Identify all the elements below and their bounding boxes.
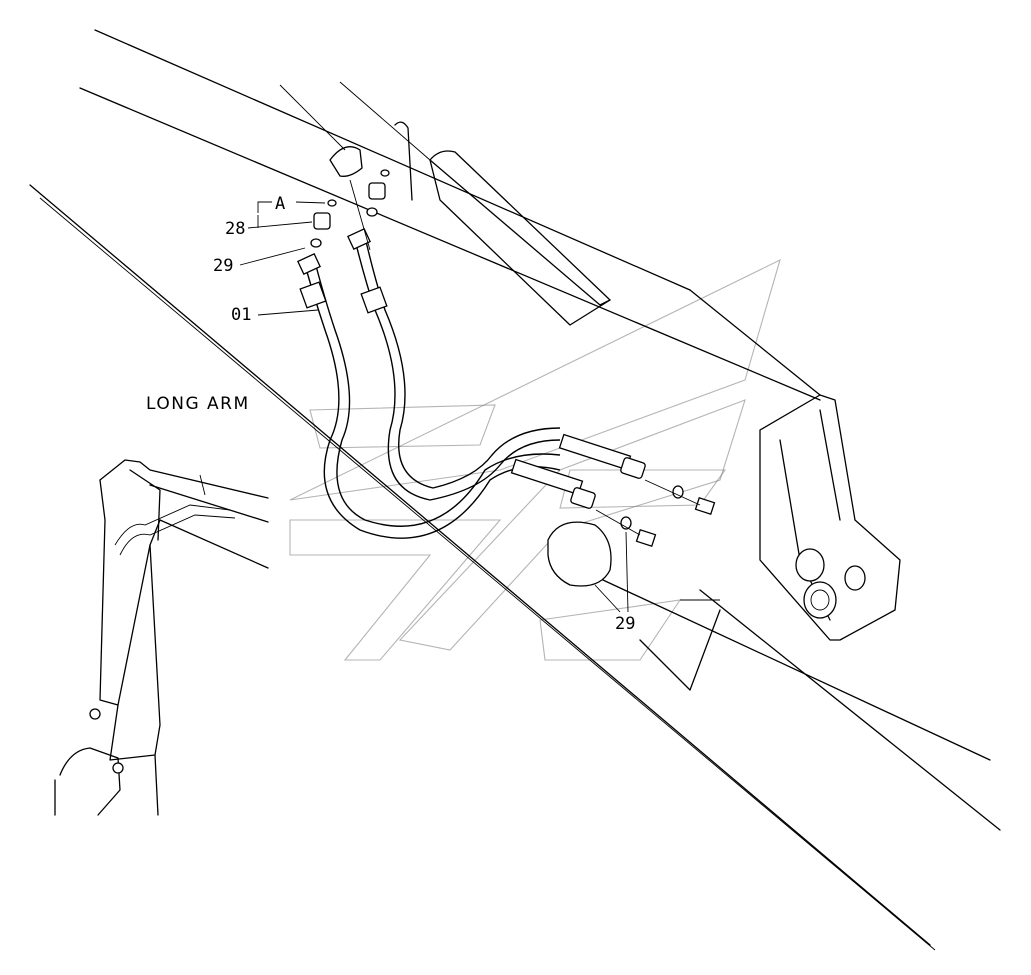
fittings <box>310 169 716 587</box>
label-part-28: 28 <box>225 219 245 239</box>
inset-long-arm-view <box>54 459 269 816</box>
label-part-29-upper: 29 <box>213 256 233 276</box>
label-part-29-lower: 29 <box>615 614 635 634</box>
leader-lines <box>239 201 629 613</box>
label-part-01: 01 <box>231 305 251 325</box>
hose-01 <box>297 227 632 539</box>
caption-long-arm: LONG ARM <box>146 394 250 414</box>
arm-structure <box>29 29 1001 951</box>
label-ref-a: A <box>275 194 285 214</box>
